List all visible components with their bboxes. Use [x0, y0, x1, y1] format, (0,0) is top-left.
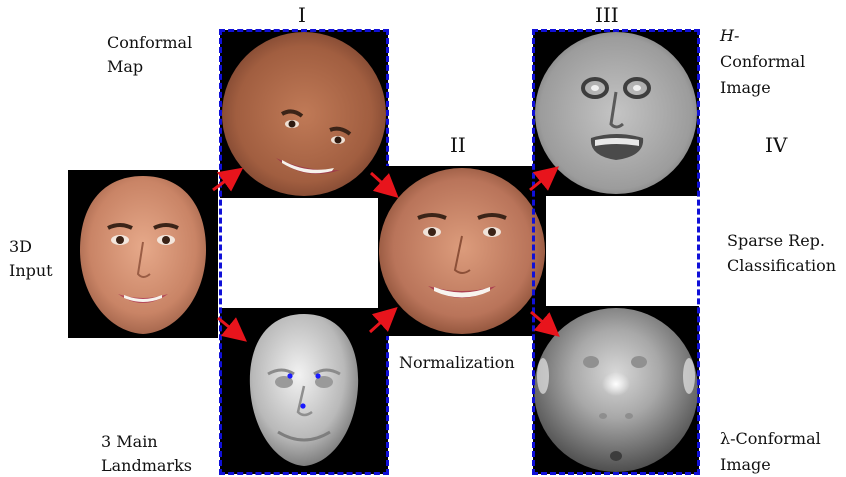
h-conformal-label-1: H- [720, 25, 739, 47]
landmark-left-eye [287, 373, 292, 378]
input-face-panel [68, 170, 218, 338]
sparse-label-1: Sparse Rep. [727, 230, 825, 252]
stage-label-iii: III [595, 4, 619, 26]
lambda-conformal-label-2: Image [720, 454, 771, 476]
stage-label-iv: IV [765, 134, 787, 156]
input-face-image [68, 170, 218, 338]
landmarks-mesh-image [220, 308, 388, 474]
stage-label-ii: II [450, 134, 466, 156]
conformal-map-panel [220, 30, 388, 198]
h-conformal-panel [533, 30, 699, 196]
conformal-map-label-2: Map [107, 56, 143, 78]
lambda-conformal-panel [533, 306, 699, 474]
normalized-panel [378, 166, 546, 336]
sparse-label-2: Classification [727, 255, 836, 277]
input-label-2: Input [9, 260, 53, 282]
normalization-label: Normalization [399, 352, 515, 374]
conformal-map-label-1: Conformal [107, 32, 192, 54]
input-label-1: 3D [9, 236, 32, 258]
normalized-face-image [378, 166, 546, 336]
landmarks-label-2: Landmarks [101, 455, 192, 477]
landmark-nose [300, 403, 305, 408]
stage-iii-gap [548, 197, 696, 305]
landmark-right-eye [315, 373, 320, 378]
h-conformal-label-3: Image [720, 77, 771, 99]
landmarks-label-1: 3 Main [101, 431, 158, 453]
lambda-conformal-image [533, 306, 699, 474]
h-conformal-image [533, 30, 699, 196]
stage-label-i: I [298, 4, 306, 26]
lambda-conformal-label-1: λ-Conformal [720, 428, 821, 450]
conformal-map-image [220, 30, 388, 198]
h-conformal-label-2: Conformal [720, 51, 805, 73]
stage-i-gap [240, 199, 376, 307]
landmarks-panel [220, 308, 388, 474]
